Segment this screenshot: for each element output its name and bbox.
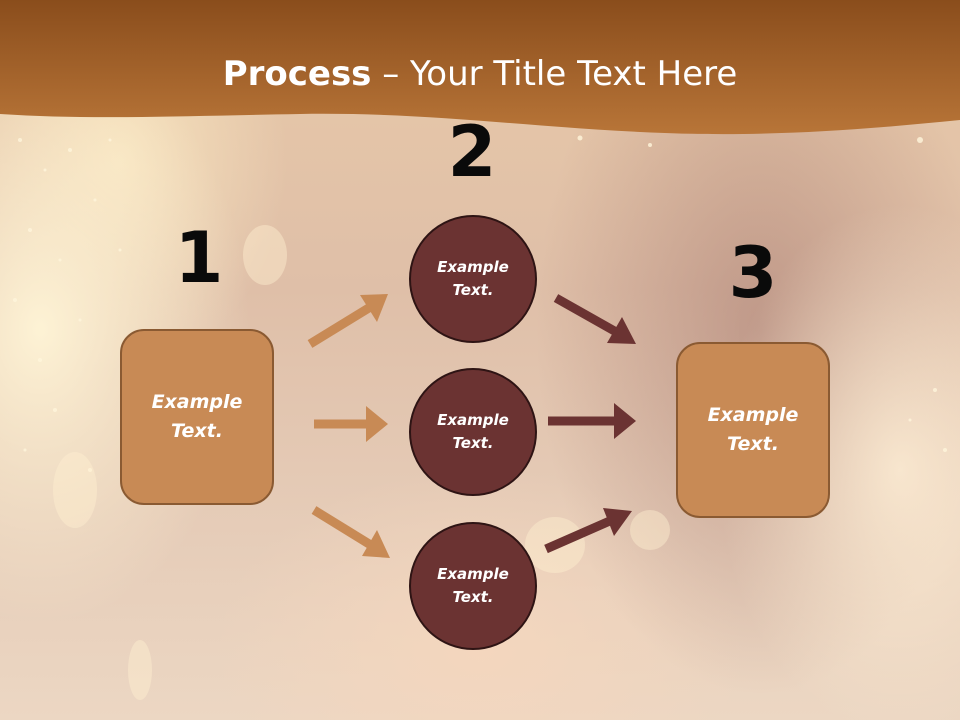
arrow-1-to-middle [314,406,388,442]
step-1-box: Example Text. [120,329,274,505]
circle-middle-text: Example Text. [437,411,509,452]
step-number-2: 2 [447,111,497,193]
title-strong: Process [222,54,372,94]
title-rest: – Your Title Text Here [371,54,738,94]
arrow-1-to-bottom [311,506,390,558]
step-number-3: 3 [728,232,778,314]
step-2-circle-bottom: Example Text. [409,522,537,650]
arrow-bottom-to-3 [544,508,632,554]
step-2-circle-top: Example Text. [409,215,537,343]
step-2-circle-middle: Example Text. [409,368,537,496]
circle-bottom-text: Example Text. [437,565,509,606]
arrow-top-to-3 [553,294,636,344]
step-3-text: Example Text. [707,404,799,455]
step-3-box: Example Text. [676,342,830,518]
header-band [0,0,960,135]
step-number-1: 1 [174,217,224,299]
step-1-text: Example Text. [151,391,243,442]
arrow-middle-to-3 [548,403,636,439]
slide-title: Process – Your Title Text Here [0,52,960,96]
circle-top-text: Example Text. [437,258,509,299]
arrow-1-to-top [307,294,388,348]
